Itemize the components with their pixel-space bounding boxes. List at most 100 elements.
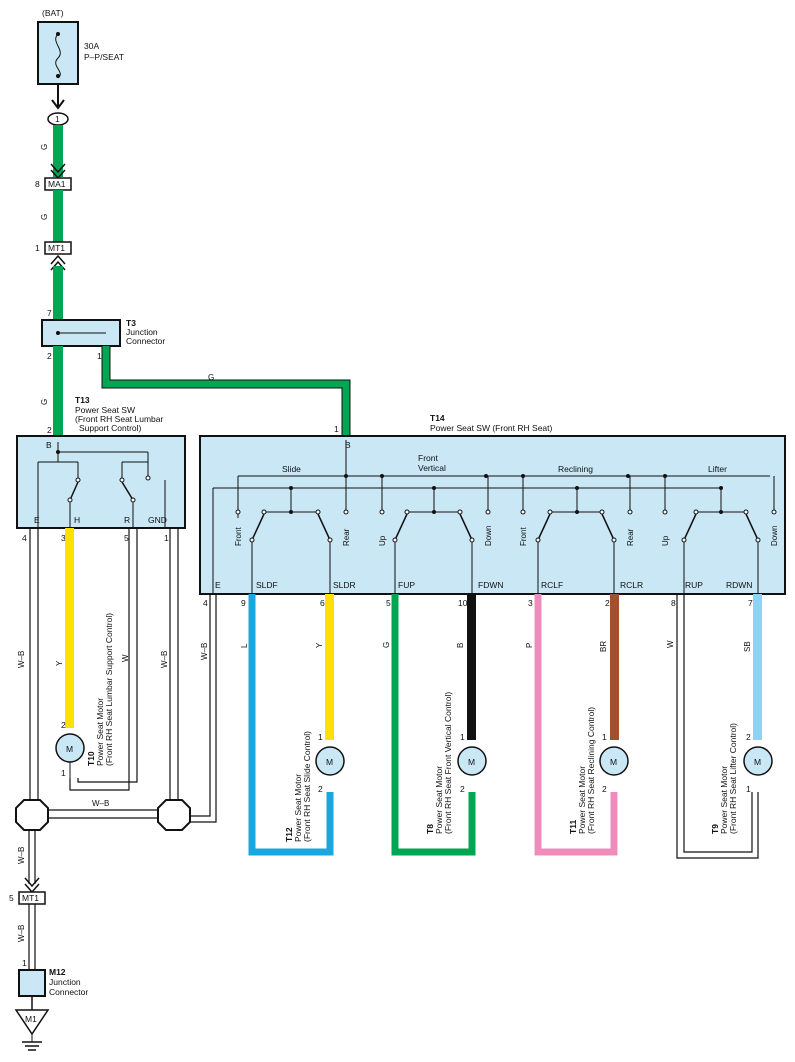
wire-t14-sldr: [325, 594, 334, 740]
t14-pin-rclf: 3: [528, 598, 533, 608]
battery-label: (BAT): [42, 8, 64, 18]
wire-t13-e: [29, 528, 39, 800]
motor-t9-symbol: M: [754, 757, 761, 767]
wire-g-3: [53, 266, 63, 320]
switch-reclining-pos-2: Rear: [626, 528, 635, 546]
switch-slide-arm-right: [317, 513, 331, 541]
switch-slide-pivot-right: [327, 537, 333, 543]
motor-t10-pin-top: 2: [61, 720, 66, 730]
wire-label-t13-r: W: [121, 654, 130, 662]
switch-lifter-pos-2: Down: [770, 526, 779, 546]
switch-slide-e-dot: [289, 486, 293, 490]
wire-label-g-1: G: [40, 144, 49, 150]
motor-t8-code: T8: [425, 824, 435, 834]
wire-label-t3-t14: G: [208, 373, 214, 382]
wire-t13-h: [65, 528, 74, 728]
m12-code: M12: [49, 967, 66, 977]
t14-term-fup: FUP: [398, 580, 415, 590]
wire-to-m12: [28, 904, 36, 970]
switch-reclining-arm-left: [537, 513, 551, 541]
t13-line1: Power Seat SW: [75, 405, 135, 415]
m12-line2: Connector: [49, 987, 88, 997]
motor-t8-pin-top: 1: [460, 732, 465, 742]
switch-lifter-pivot-right: [755, 537, 761, 543]
switch-slide-contact-b: [343, 509, 349, 515]
wire-label-t14-rup: W: [666, 640, 675, 648]
t14-term-rclr: RCLR: [620, 580, 643, 590]
connector-1-pin: 1: [55, 114, 60, 124]
t14-term-b: B: [345, 440, 351, 450]
wire-t14-sldf: [248, 594, 334, 856]
switch-slide-pos-2: Rear: [342, 528, 351, 546]
switch-lifter-contact-a: [662, 509, 668, 515]
wire-label-t14-sldf: L: [240, 643, 249, 648]
wire-t13-gnd: [169, 528, 179, 800]
t3-code: T3: [126, 318, 136, 328]
switch-reclining-arm-right: [601, 513, 615, 541]
switch-reclining-contact-a: [520, 509, 526, 515]
switch-reclining-contact-b: [627, 509, 633, 515]
motor-t8-line1: Power Seat Motor: [434, 766, 444, 834]
t13-pin-b: 2: [47, 425, 52, 435]
motor-t9-pin-bot: 1: [746, 784, 751, 794]
mt1-top-name: MT1: [48, 243, 65, 253]
t13-term-b: B: [46, 440, 52, 450]
wire-label-t13-e: W–B: [17, 651, 26, 668]
switch-slide-pivot-left: [249, 537, 255, 543]
t14-term-rup: RUP: [685, 580, 703, 590]
wire-label-t14-rdwn: SB: [743, 641, 752, 652]
t13-switch-box: [16, 435, 186, 529]
t14-group-vertical: Vertical: [418, 463, 446, 473]
switch-lifter-pos-1: Up: [661, 535, 670, 546]
connector-arrow-icon: [51, 99, 65, 110]
wire-label-t3-g: G: [40, 399, 49, 405]
junction-right: [157, 799, 191, 831]
t13-code: T13: [75, 395, 90, 405]
switch-reclining-e-dot: [575, 486, 579, 490]
ground-name: M1: [25, 1014, 37, 1024]
t3-junction-connector: [41, 319, 121, 347]
motor-t11-pin-bot: 2: [602, 784, 607, 794]
motor-t10-code: T10: [86, 751, 96, 766]
motor-t11-code: T11: [568, 820, 578, 834]
switch-vertical-pivot-right: [469, 537, 475, 543]
wire-label-t14-rclr: BR: [599, 641, 608, 652]
switch-vertical-pos-2: Down: [484, 526, 493, 546]
t14-group-slide: Slide: [282, 464, 301, 474]
t14-pin-fdwn: 10: [458, 598, 468, 608]
switch-slide-contact-c: [261, 509, 267, 515]
wire-t14-e: [186, 594, 217, 823]
wire-label-t14-sldr: Y: [315, 642, 324, 648]
switch-lifter-arm-left: [683, 513, 697, 541]
t13-pin-r: 5: [124, 533, 129, 543]
t14-term-fdwn: FDWN: [478, 580, 504, 590]
motor-t11: 1 M 2: [599, 732, 629, 794]
switch-lifter-contact-b: [771, 509, 777, 515]
fuse-name: P–P/SEAT: [84, 52, 124, 62]
connector-mt1-top: MT1 1: [35, 241, 72, 255]
switch-vertical-arm-right: [459, 513, 473, 541]
switch-lifter-contact-d: [743, 509, 749, 515]
wire-label-t14-fup: G: [382, 642, 391, 648]
wire-bottom-wb: [46, 809, 160, 819]
motor-t11-line2: (Front RH Seat Reclining Control): [586, 707, 596, 834]
motor-t10-line1: Power Seat Motor: [95, 698, 105, 766]
switch-slide-contact-a: [235, 509, 241, 515]
t14-line1: Power Seat SW (Front RH Seat): [430, 423, 553, 433]
switch-slide-arm-left: [251, 513, 265, 541]
t13-pin-e: 4: [22, 533, 27, 543]
wire-g-t13: [53, 346, 63, 436]
motor-t11-line1: Power Seat Motor: [577, 766, 587, 834]
t13-term-gnd: GND: [148, 515, 167, 525]
switch-vertical-pos-1: Up: [378, 535, 387, 546]
switch-lifter-arm-right: [745, 513, 759, 541]
motor-t9-pin-top: 2: [746, 732, 751, 742]
wire-t14-rclr: [610, 594, 619, 740]
t14-pin-rup: 8: [671, 598, 676, 608]
switch-reclining-contact-c: [547, 509, 553, 515]
switch-reclining-pivot-right: [611, 537, 617, 543]
switch-slide-pos-1: Front: [234, 527, 243, 546]
t14-pin-rdwn: 7: [748, 598, 753, 608]
motor-t12-line2: (Front RH Seat Slide Control): [302, 731, 312, 842]
t14-pin-sldf: 9: [241, 598, 246, 608]
